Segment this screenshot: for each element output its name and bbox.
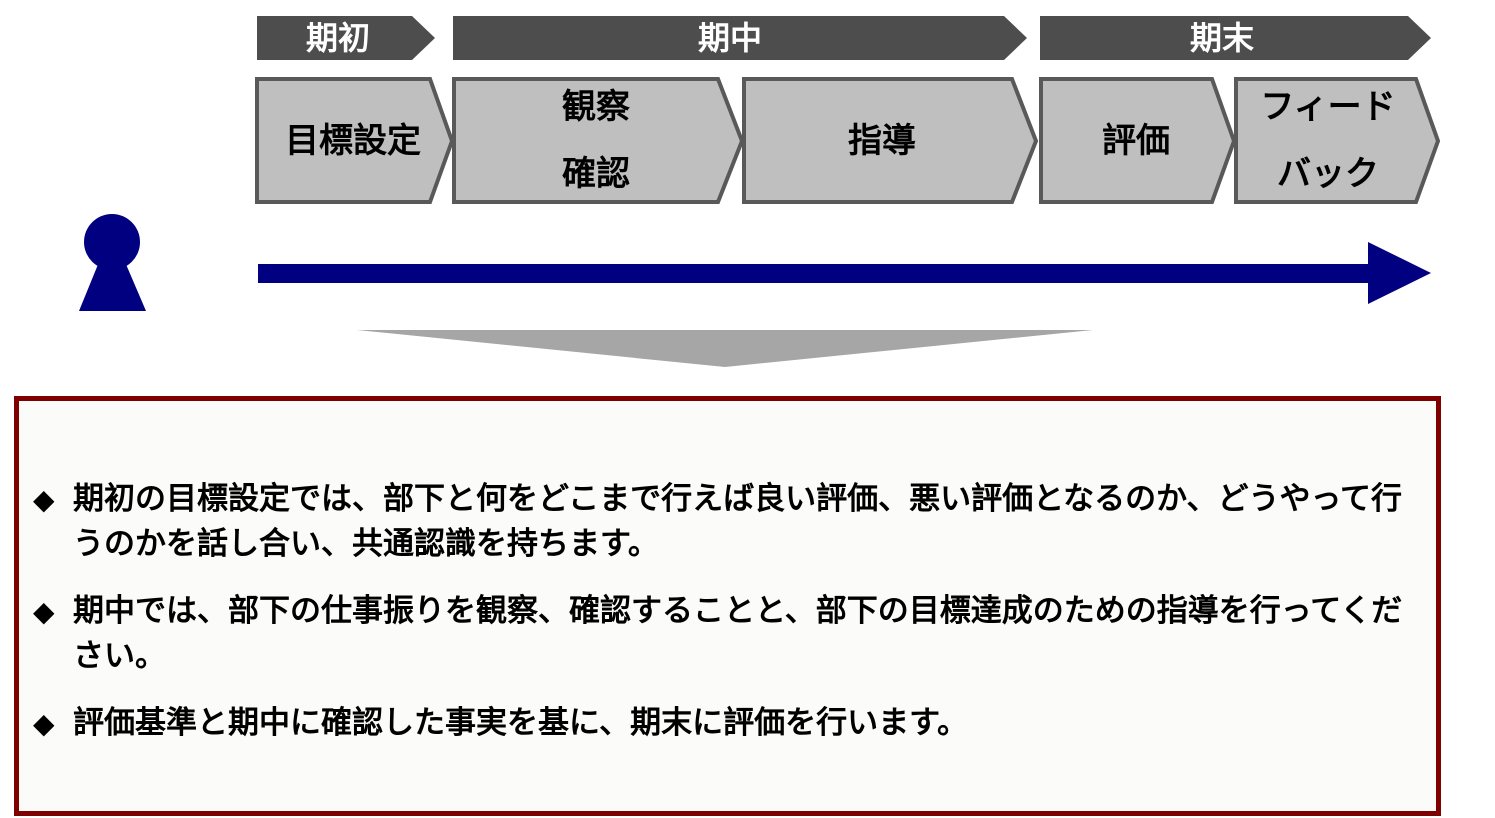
- timeline-arrow: [258, 242, 1431, 304]
- step-observe-confirm: 観察 確認: [452, 77, 745, 204]
- phase-label-kichu: 期中: [698, 19, 762, 57]
- step-label-guidance: 指導: [848, 121, 916, 161]
- explanation-box: ◆ 期初の目標設定では、部下と何をどこまで行えば良い評価、悪い評価となるのか、ど…: [14, 396, 1441, 816]
- diamond-bullet-icon: ◆: [33, 483, 55, 516]
- phase-band-kichu: 期中: [453, 16, 1027, 60]
- phase-label-kimatsu: 期末: [1190, 19, 1254, 57]
- step-label-confirm: 確認: [562, 154, 630, 194]
- step-label-feedback-1: フィード: [1260, 87, 1395, 127]
- step-label-goal-setting: 目標設定: [285, 121, 421, 161]
- phase-diagram: 期初 期中 期末 目標設定 観察 確認 指導 評価 フィード バック: [79, 16, 1441, 367]
- phase-label-kisho: 期初: [306, 19, 370, 57]
- step-guidance: 指導: [742, 77, 1039, 204]
- step-label-evaluation: 評価: [1102, 121, 1170, 161]
- down-arrow: [357, 330, 1093, 367]
- diamond-bullet-icon: ◆: [33, 707, 55, 740]
- step-label-feedback-2: バック: [1277, 154, 1379, 194]
- phase-band-kimatsu: 期末: [1040, 16, 1431, 60]
- diamond-bullet-icon: ◆: [33, 595, 55, 628]
- bullet-kisho: ◆ 期初の目標設定では、部下と何をどこまで行えば良い評価、悪い評価となるのか、ど…: [33, 477, 1426, 567]
- step-label-observe: 観察: [562, 87, 630, 127]
- step-goal-setting: 目標設定: [255, 77, 455, 204]
- phase-band-kisho: 期初: [257, 16, 435, 60]
- person-icon: [79, 214, 146, 311]
- step-evaluation: 評価: [1039, 77, 1237, 204]
- bullet-kimatsu: ◆ 評価基準と期中に確認した事実を基に、期末に評価を行います。: [33, 701, 1426, 746]
- explanation-list: ◆ 期初の目標設定では、部下と何をどこまで行えば良い評価、悪い評価となるのか、ど…: [33, 477, 1426, 768]
- bullet-kichu: ◆ 期中では、部下の仕事振りを観察、確認することと、部下の目標達成のための指導を…: [33, 589, 1426, 679]
- bullet-text: 評価基準と期中に確認した事実を基に、期末に評価を行います。: [73, 705, 968, 741]
- step-feedback: フィード バック: [1234, 77, 1441, 204]
- bullet-text: 期中では、部下の仕事振りを観察、確認することと、部下の目標達成のための指導を行っ…: [73, 593, 1403, 674]
- bullet-text: 期初の目標設定では、部下と何をどこまで行えば良い評価、悪い評価となるのか、どうや…: [73, 481, 1402, 562]
